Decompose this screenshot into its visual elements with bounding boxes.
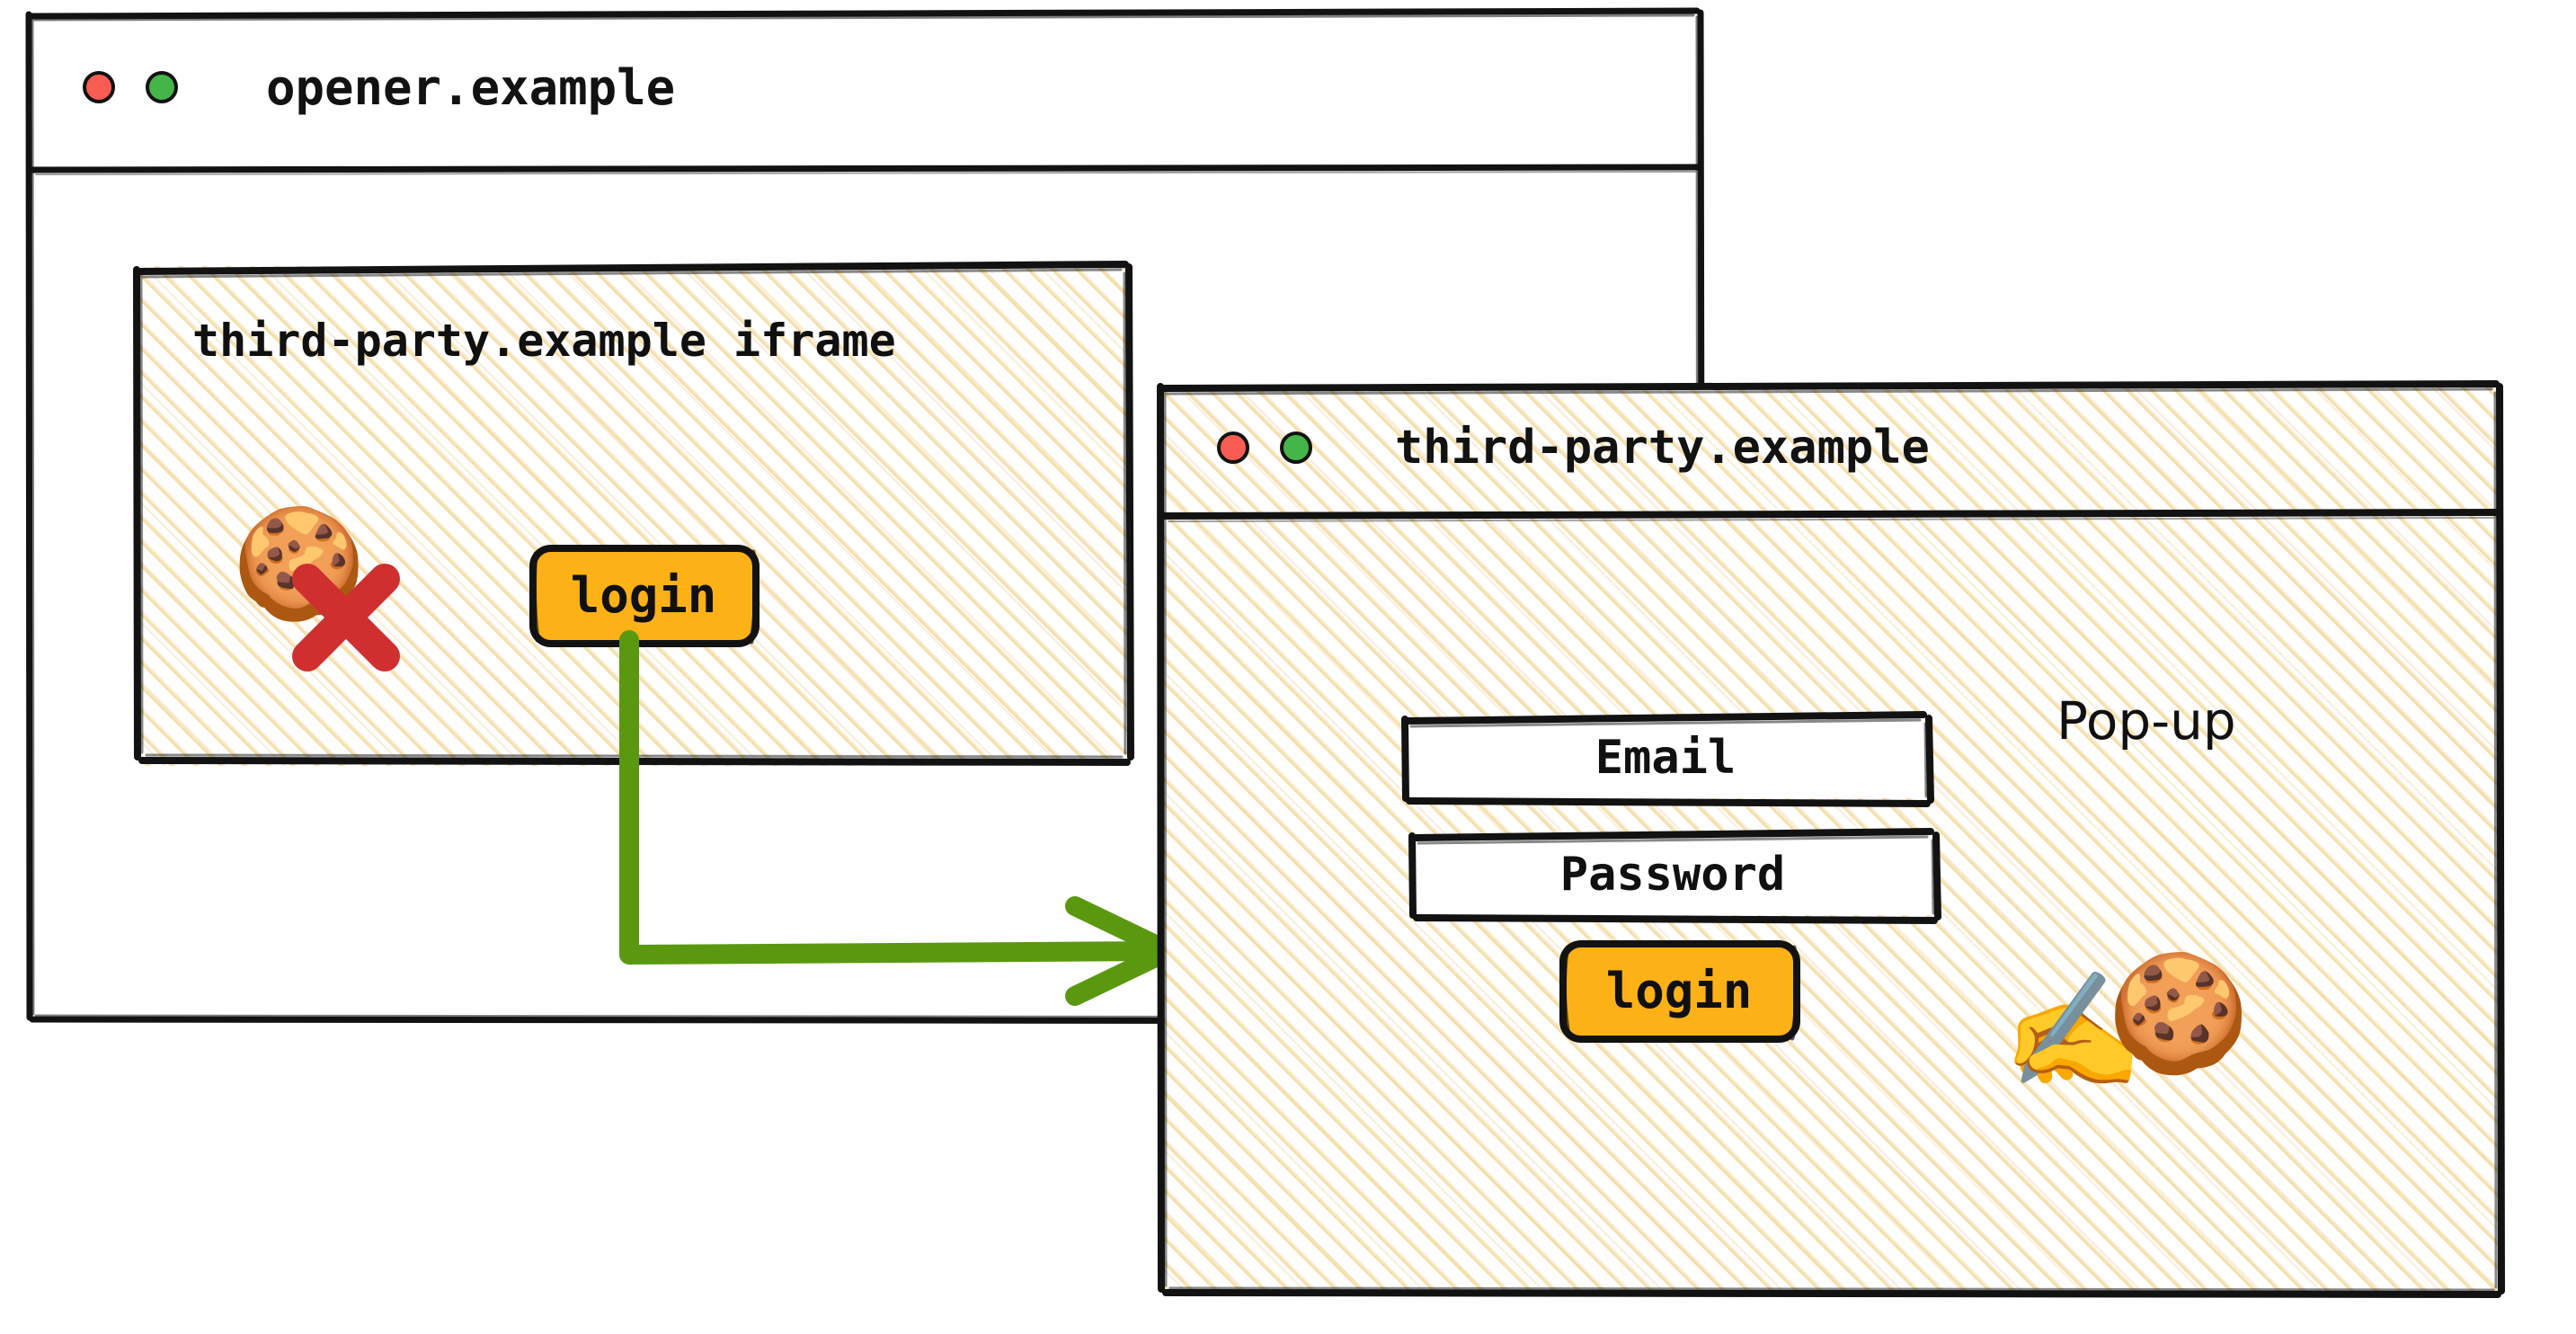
maximize-dot[interactable] — [146, 71, 178, 103]
maximize-dot[interactable] — [1280, 431, 1312, 464]
opener-window-title: opener.example — [266, 58, 676, 116]
close-dot[interactable] — [1217, 431, 1249, 464]
popup-window: third-party.example Email Password — [1157, 380, 2505, 1298]
popup-login-button[interactable]: login — [1559, 940, 1800, 1043]
popup-login-button-outline — [1559, 940, 1800, 1043]
cookie-blocked-cross-icon — [292, 564, 400, 671]
opener-titlebar: opener.example — [27, 7, 1702, 167]
password-field-label: Password — [1559, 848, 1786, 902]
popup-login-button-label: login — [1605, 962, 1753, 1019]
password-field[interactable]: Password — [1408, 828, 1941, 924]
writing-hand-icon: ✍️ — [2003, 965, 2144, 1097]
third-party-iframe: third-party.example iframe 🍪 login — [133, 261, 1134, 768]
email-field-outline — [1401, 711, 1934, 807]
iframe-origin-label: third-party.example iframe — [192, 315, 896, 367]
popup-titlebar: third-party.example — [1158, 381, 2499, 514]
popup-window-title: third-party.example — [1395, 421, 1930, 475]
iframe-border — [133, 261, 1134, 766]
popup-annotation-label: Pop-up — [2056, 690, 2236, 751]
close-dot[interactable] — [83, 71, 115, 103]
password-field-outline — [1408, 828, 1941, 924]
email-field[interactable]: Email — [1401, 711, 1934, 807]
iframe-login-button-label: login — [570, 566, 717, 624]
iframe-login-button[interactable]: login — [529, 545, 759, 647]
popup-window-frame — [1157, 380, 2505, 1298]
cookie-icon: 🍪 — [2107, 947, 2251, 1081]
email-field-label: Email — [1594, 731, 1737, 785]
